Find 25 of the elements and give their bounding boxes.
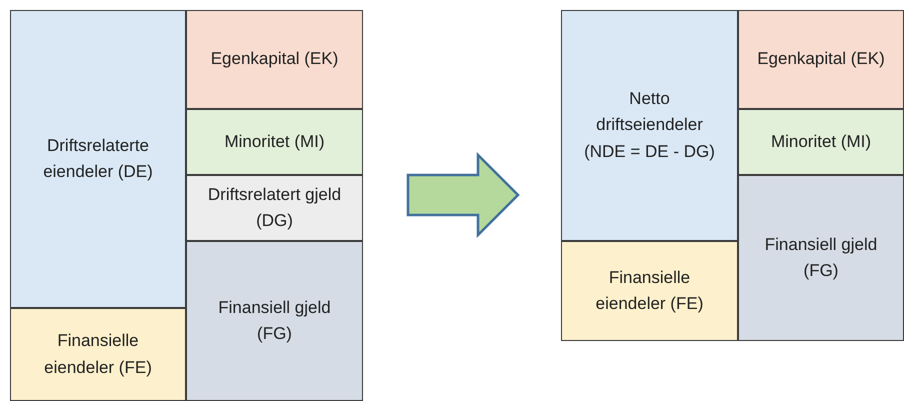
block-arrow: [406, 152, 520, 238]
box-label: Driftsrelatert gjeld (DG): [206, 184, 342, 232]
asset-box: [10, 308, 186, 401]
box-label: Driftsrelaterte eiendeler (DE): [42, 134, 154, 183]
equity-box: [738, 109, 904, 175]
box-label: Minoritet (MI): [770, 130, 872, 153]
balance-sheet-panel: [561, 10, 904, 341]
balance-sheet-panel: [10, 10, 363, 401]
box-label: Finansiell gjeld (FG): [217, 296, 332, 345]
box-label: Finansielle eiendeler (FE): [43, 330, 153, 378]
box-label: Minoritet (MI): [223, 130, 326, 153]
box-label: Netto driftseiendeler (NDE = DE - DG): [583, 88, 716, 163]
liability-box: [186, 175, 363, 241]
equity-box: [738, 10, 904, 109]
box-label: Egenkapital (EK): [756, 48, 886, 70]
box-label: Finansielle eiendeler (FE): [594, 266, 704, 315]
asset-box: [561, 241, 738, 341]
liability-box: [738, 175, 904, 341]
asset-box: [10, 10, 186, 308]
box-label: Finansiell gjeld (FG): [764, 234, 878, 282]
asset-box: [561, 10, 738, 241]
equity-box: [186, 10, 363, 109]
liability-box: [186, 241, 363, 401]
equity-box: [186, 109, 363, 175]
box-label: Egenkapital (EK): [210, 48, 340, 70]
